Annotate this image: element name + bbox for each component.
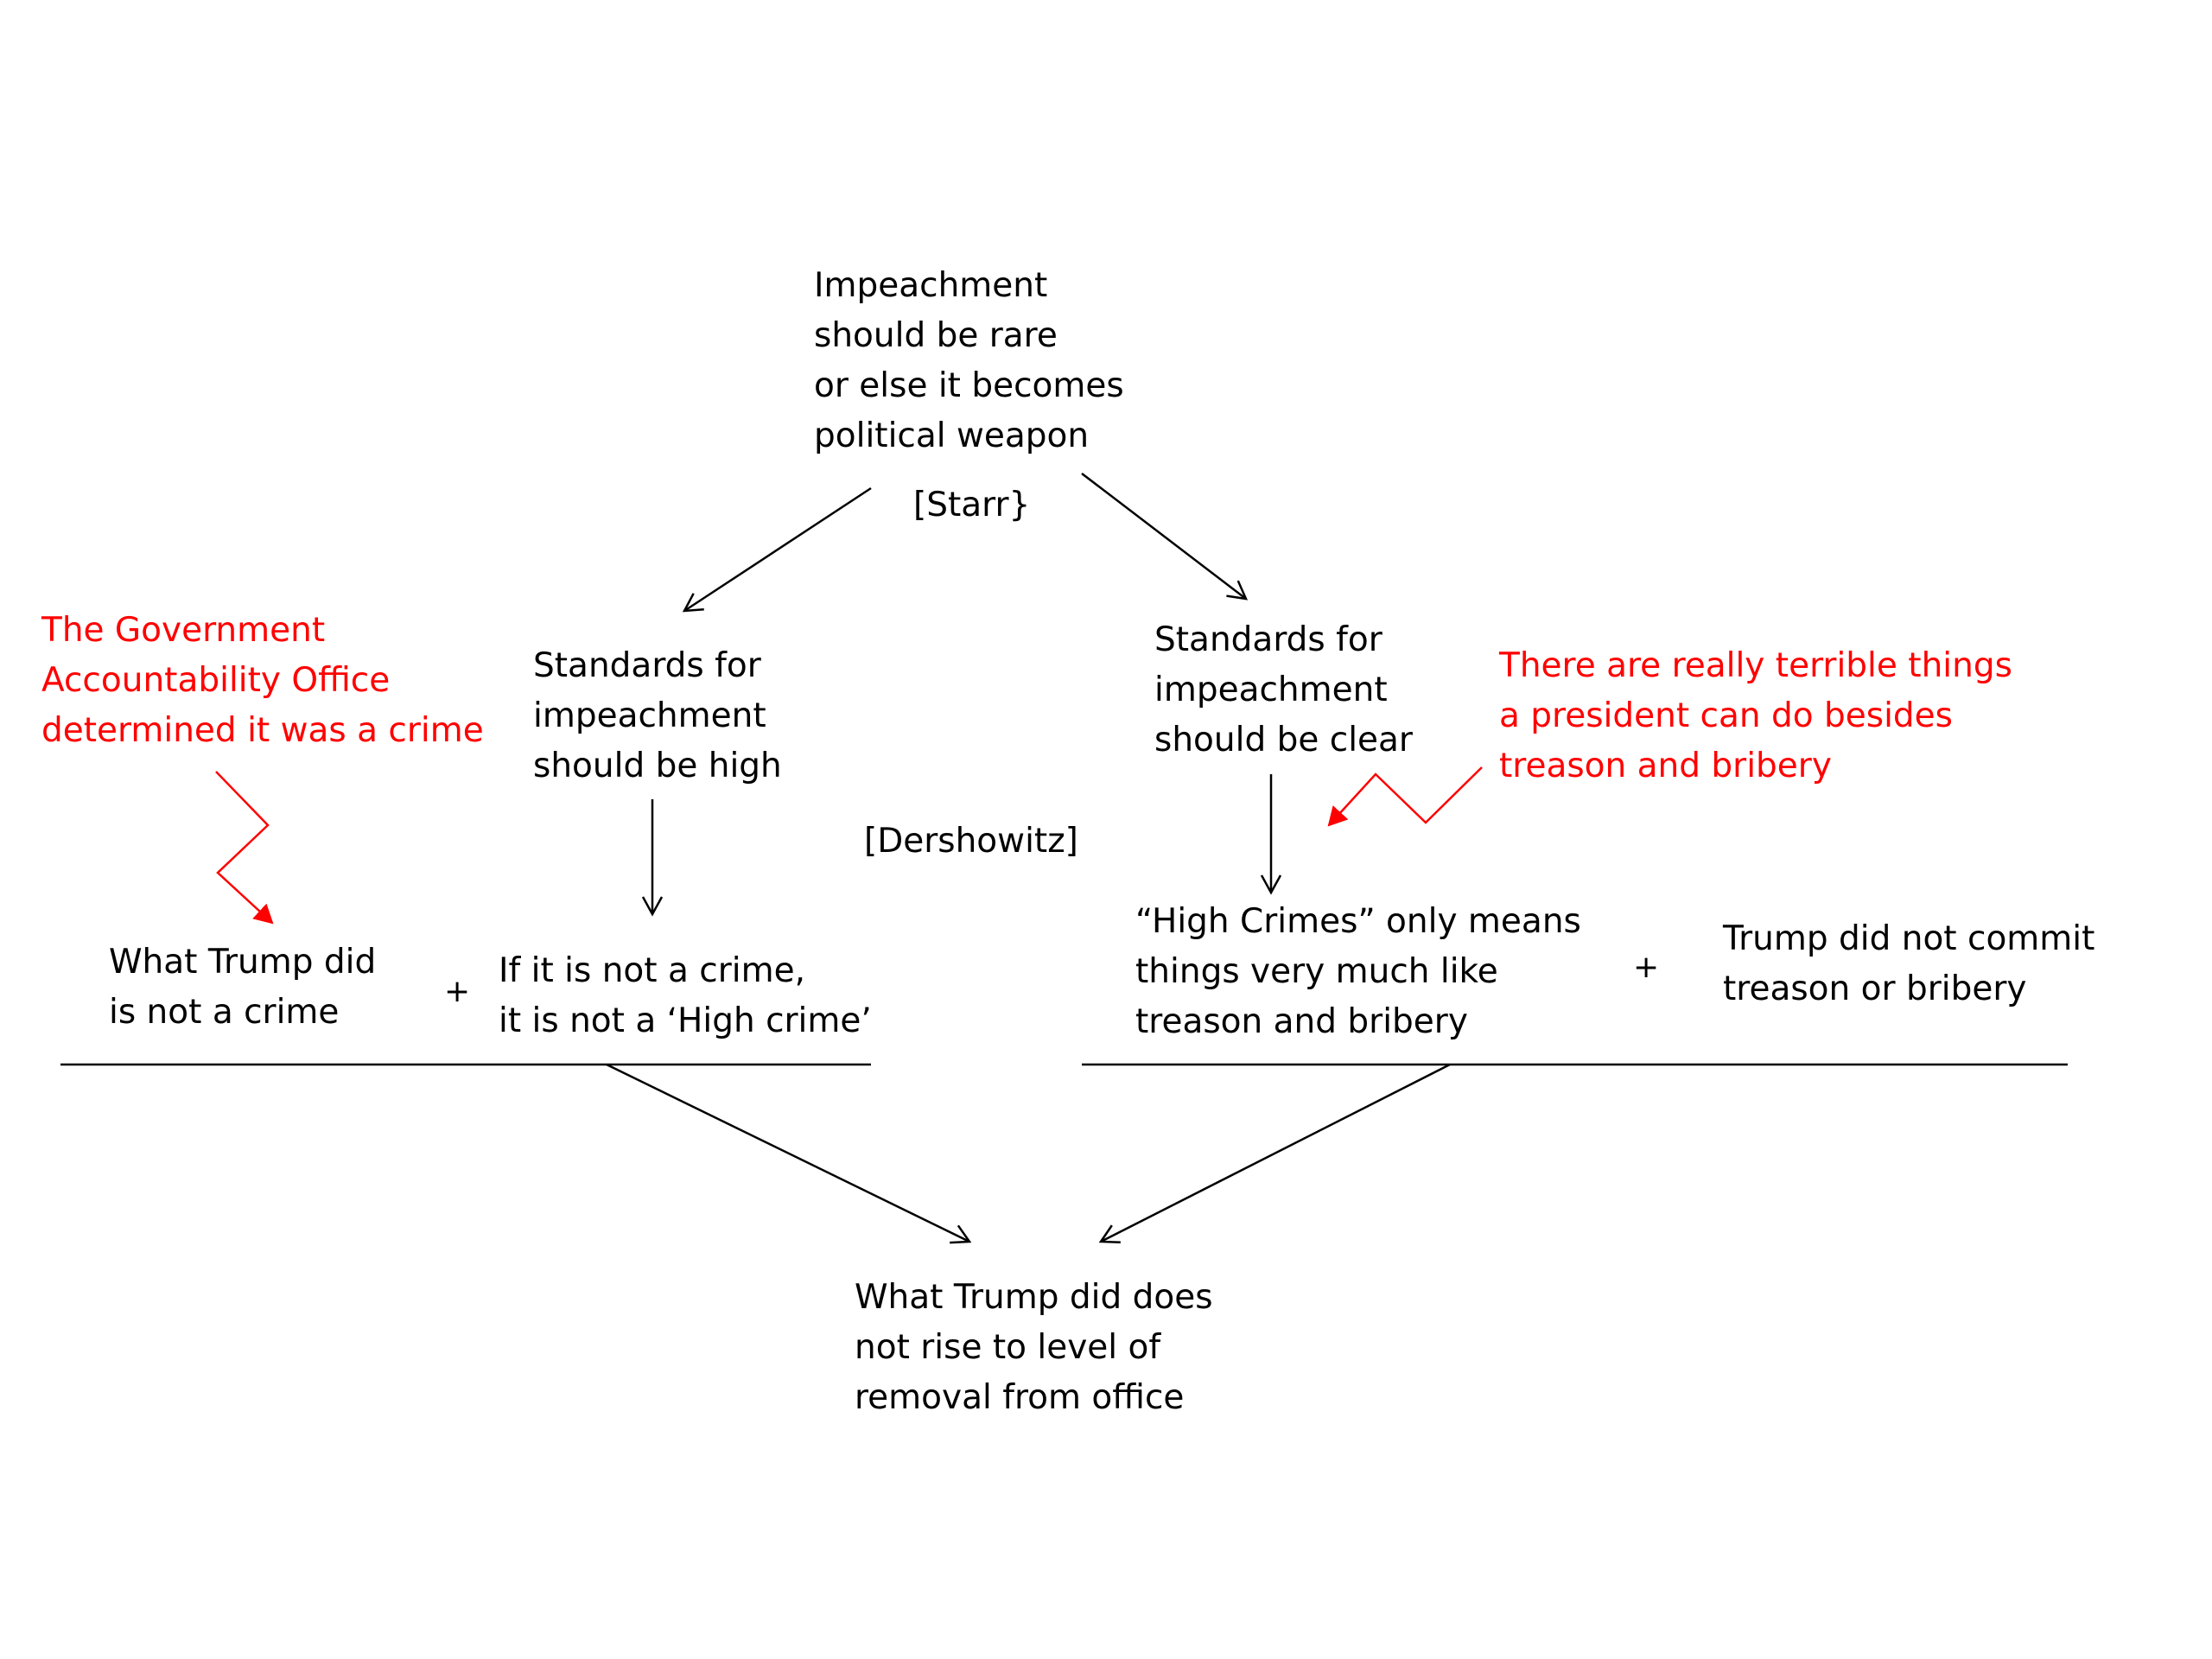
top-claim: Impeachment should be rare or else it be… [814, 266, 1124, 455]
right-standard: Standards for impeachment should be clea… [1154, 620, 1413, 760]
right-premise-a: “High Crimes” only means things very muc… [1135, 902, 1581, 1041]
right-premise-b: Trump did not commit treason or bribery [1723, 919, 2095, 1008]
left-premise-a: What Trump did is not a crime [109, 943, 377, 1032]
dershowitz-attribution: [Dershowitz] [864, 822, 1078, 861]
left-standard: Standards for impeachment should be high [533, 646, 782, 785]
objection-gao: The Government Accountability Office det… [41, 611, 484, 750]
starr-attribution: [Starr} [913, 486, 1031, 524]
objection-gao-zigzag-arrow [215, 771, 274, 925]
conclusion: What Trump did does not rise to level of… [855, 1278, 1213, 1417]
left-premise-b: If it is not a crime, it is not a ‘High … [499, 951, 872, 1040]
arrow-right-bar-to-conclusion [1098, 1063, 1451, 1244]
objection-terrible-zigzag-arrow [1327, 766, 1483, 827]
right-plus-operator: + [1633, 950, 1660, 985]
objection-terrible-things: There are really terrible things a presi… [1499, 646, 2012, 785]
arrow-left-bar-to-conclusion [606, 1063, 972, 1244]
left-plus-operator: + [444, 974, 471, 1009]
arrow-top-to-right-standard [1081, 473, 1249, 601]
arrow-top-to-left-standard [682, 486, 872, 613]
